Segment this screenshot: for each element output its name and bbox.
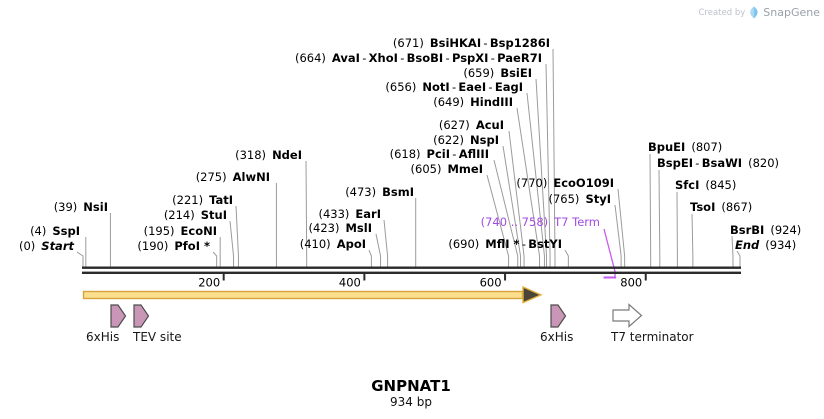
site-leader-line xyxy=(493,159,519,267)
site-leader-line xyxy=(508,130,525,267)
site-leader-line xyxy=(502,145,522,267)
site-labels-layer: (0)Start(4)SspI (39)NsiI (190)PfoI *(195)E… xyxy=(19,36,801,253)
site-label-t7-term: (740 .. 758)T7 Term xyxy=(481,215,600,229)
site-label-sspi: (4)SspI xyxy=(30,224,80,238)
site-leader-line xyxy=(229,220,235,267)
site-label-sfci: SfcI(845) xyxy=(675,178,736,192)
site-label-apoi: (410)ApoI xyxy=(300,237,366,251)
watermark: Created by SnapGene xyxy=(699,6,821,19)
site-leader-line xyxy=(731,235,734,267)
t7-terminator-arrow-icon xyxy=(612,303,643,328)
region-leader-line xyxy=(603,228,616,278)
site-leader-line xyxy=(383,219,389,267)
site-leader-line xyxy=(212,251,218,267)
map-title: GNPNAT1 xyxy=(371,377,451,395)
his-tag-arrow-2-icon xyxy=(550,304,567,328)
site-label-msli: (423)MslI xyxy=(309,221,372,235)
ruler-number: 800 xyxy=(620,276,642,290)
site-label-ndei: (318)NdeI xyxy=(235,148,302,162)
site-leader-line xyxy=(564,249,569,267)
site-label-tati: (221)TatI xyxy=(172,193,233,207)
site-leader-line xyxy=(658,169,661,267)
feature-label-t7-terminator: T7 terminator xyxy=(610,330,694,344)
site-leader-line xyxy=(486,174,510,267)
site-label-mfli-bstyi: (690)MflI * - BstYI xyxy=(448,237,562,251)
site-leader-line xyxy=(368,249,372,267)
map-line-bottom xyxy=(82,271,741,274)
site-label-tsoi: TsoI(867) xyxy=(690,200,752,214)
site-label-bsrbi: BsrBI(924) xyxy=(730,223,801,237)
site-label-ecoo109i: (770)EcoO109I xyxy=(516,176,614,190)
site-label-nsii: (39)NsiI xyxy=(54,200,108,214)
site-label-nspi: (622)NspI xyxy=(433,133,499,147)
site-leader-line xyxy=(617,188,626,267)
site-leader-line xyxy=(545,63,551,267)
site-label-end: End(934) xyxy=(735,238,796,252)
site-label-econi: (195)EcoNI xyxy=(144,224,217,238)
site-label-noti-eaei-eagi: (656)NotI - EaeI - EagI xyxy=(385,80,523,94)
site-label-mmei: (605)MmeI xyxy=(411,162,483,176)
ruler-number: 400 xyxy=(339,276,361,290)
site-leader-line xyxy=(614,204,622,267)
site-label-bspei-bsawi: BspEI - BsaWI(820) xyxy=(657,156,779,170)
orf-arrow-body xyxy=(82,290,524,300)
his-tag-arrow-1-icon xyxy=(110,304,127,328)
site-label-alwni: (275)AlwNI xyxy=(196,170,270,184)
snapgene-logo-icon xyxy=(750,6,758,19)
site-leader-line xyxy=(76,251,84,267)
site-leader-line xyxy=(649,153,652,267)
site-label-bsihkai-bsp1286i: (671)BsiHKAI - Bsp1286I xyxy=(393,36,550,50)
site-label-bpuei: BpuEI(807) xyxy=(648,140,722,154)
site-leader-line xyxy=(552,48,556,267)
site-label-bsmi: (473)BsmI xyxy=(345,185,414,199)
site-label-acui: (627)AcuI xyxy=(439,118,504,132)
site-leader-line xyxy=(535,78,548,267)
ruler-number: 200 xyxy=(198,276,220,290)
ruler-number: 600 xyxy=(480,276,502,290)
site-label-eari: (433)EarI xyxy=(318,207,381,221)
site-label-pcii-afliii: (618)PciI - AflIII xyxy=(390,147,489,161)
site-leader-line xyxy=(526,92,545,267)
site-leader-line xyxy=(516,107,541,267)
site-leader-line xyxy=(375,233,382,267)
feature-label-6xhis-2: 6xHis xyxy=(540,330,573,344)
tev-site-arrow-icon xyxy=(133,304,150,328)
orf-arrow xyxy=(82,285,543,304)
map-line-top xyxy=(82,266,741,269)
site-label-avai-xhoi-bsobi-pspxi-paer7i: (664)AvaI - XhoI - BsoBI - PspXI - PaeR7… xyxy=(295,51,542,65)
site-label-bsiei: (659)BsiEI xyxy=(463,66,532,80)
orf-arrowhead-icon xyxy=(522,285,543,304)
site-label-pfoi: (190)PfoI * xyxy=(137,239,210,253)
site-leader-line xyxy=(691,213,694,267)
site-label-styi: (765)StyI xyxy=(549,192,612,206)
watermark-created-by: Created by xyxy=(698,7,746,18)
site-leader-line xyxy=(736,250,741,267)
watermark-brand: SnapGene xyxy=(763,6,820,19)
ruler-layer: 200 400 600 800 xyxy=(198,272,647,290)
feature-label-tev-site: TEV site xyxy=(132,330,182,344)
leader-lines-layer xyxy=(76,48,741,279)
site-label-start: (0)Start xyxy=(19,239,75,253)
site-leader-line xyxy=(235,205,239,267)
map-length: 934 bp xyxy=(390,395,432,409)
feature-label-6xhis-1: 6xHis xyxy=(86,330,119,344)
site-label-stui: (214)StuI xyxy=(164,208,227,222)
site-label-hindiii: (649)HindIII xyxy=(433,95,513,109)
site-leader-line xyxy=(305,160,308,267)
